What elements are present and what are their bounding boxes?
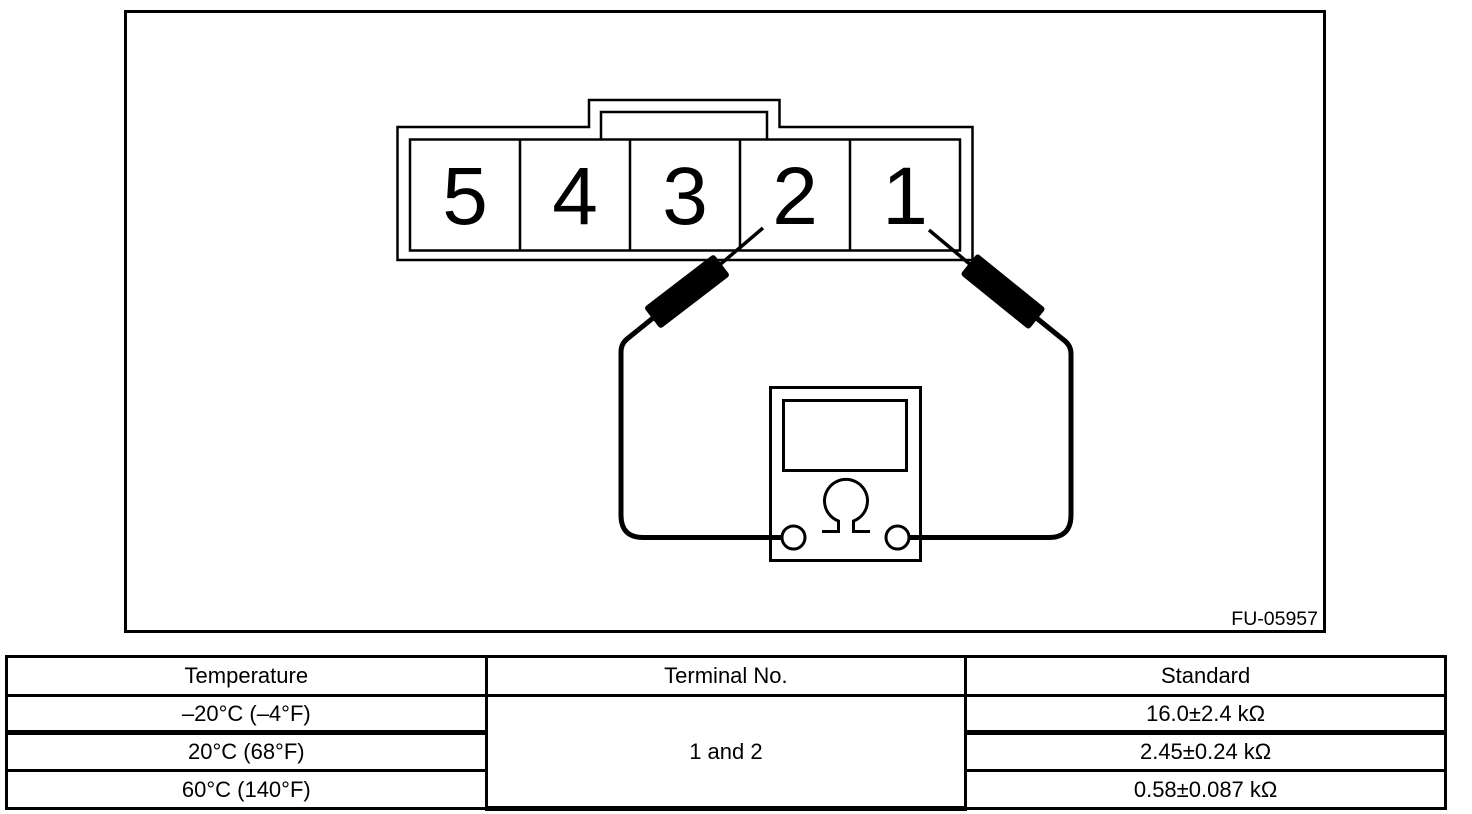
terminal-row	[408, 138, 962, 252]
standard-header: Standard	[964, 655, 1447, 697]
spec-row: –20°C (–4°F) 1 and 2 16.0±2.4 kΩ	[5, 694, 1447, 811]
standard-cell: 2.45±0.24 kΩ	[964, 731, 1447, 772]
figure-code: FU-05957	[1231, 608, 1318, 630]
probe-tip-right	[927, 228, 974, 268]
terminal-no-cell: 1 and 2	[484, 694, 968, 811]
connector-tab	[599, 110, 769, 142]
temperature-cell: –20°C (–4°F)	[5, 694, 488, 735]
terminal-number: 5	[442, 151, 488, 242]
probe-body-right	[961, 254, 1045, 329]
terminal-no-header: Terminal No.	[484, 655, 968, 697]
resistance-spec-table: Temperature Terminal No. Standard –20°C …	[5, 655, 1447, 811]
terminal-number: 4	[552, 151, 598, 242]
terminal-number: 1	[882, 151, 928, 242]
terminal-number: 3	[662, 151, 708, 242]
ohm-symbol	[822, 477, 870, 533]
spec-row: 60°C (140°F) 0.58±0.087 kΩ	[5, 769, 1447, 810]
temperature-header: Temperature	[5, 655, 488, 697]
probe-tip-left	[714, 226, 765, 270]
standard-cell: 16.0±2.4 kΩ	[964, 694, 1447, 735]
probe-body-left	[645, 255, 729, 328]
meter-terminal-right	[884, 524, 911, 551]
temperature-cell: 60°C (140°F)	[5, 769, 488, 810]
meter-terminal-left	[780, 524, 807, 551]
spec-header-row: Temperature Terminal No. Standard	[5, 655, 1447, 697]
spec-row: 20°C (68°F) 2.45±0.24 kΩ	[5, 731, 1447, 772]
multimeter-display	[782, 399, 908, 472]
probe-wire-right	[907, 314, 1074, 540]
standard-cell: 0.58±0.087 kΩ	[964, 769, 1447, 810]
probe-wire-left	[618, 312, 783, 540]
temperature-cell: 20°C (68°F)	[5, 731, 488, 772]
terminal-number: 2	[772, 151, 818, 242]
